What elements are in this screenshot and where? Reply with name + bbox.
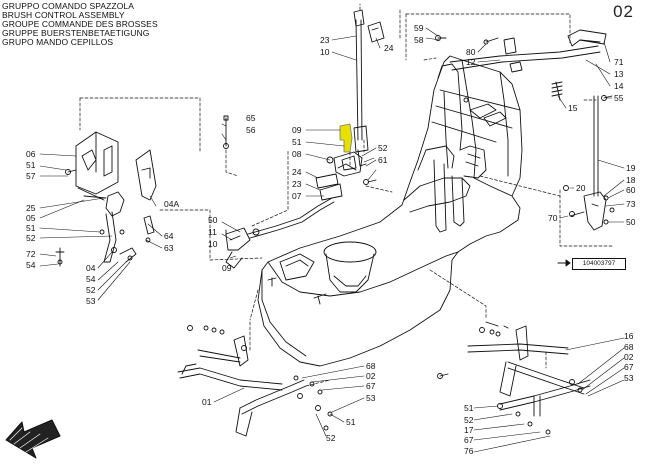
reference-code-box: 104003797: [572, 258, 626, 270]
title-french: GROUPE COMMANDE DES BROSSES: [2, 19, 158, 29]
part-label-51: 51: [346, 417, 356, 427]
right-vertical-bar: [563, 95, 615, 231]
part-label-56: 56: [246, 125, 256, 135]
part-label-67: 67: [464, 435, 474, 445]
part-label-52: 52: [326, 433, 336, 443]
part-label-10: 10: [208, 239, 218, 249]
part-label-80: 80: [466, 47, 476, 57]
lower-left-link-frame: [177, 325, 333, 437]
title-spanish: GRUPO MANDO CEPILLOS: [2, 37, 114, 47]
part-label-51: 51: [464, 403, 474, 413]
part-label-51: 51: [26, 160, 36, 170]
part-label-52: 52: [26, 233, 36, 243]
part-label-10: 10: [320, 47, 330, 57]
part-label-06: 06: [26, 149, 36, 159]
part-label-16: 16: [624, 331, 634, 341]
part-label-67: 67: [624, 362, 634, 372]
part-label-50: 50: [626, 217, 636, 227]
part-label-58: 58: [414, 35, 424, 45]
page-number: 02: [613, 2, 634, 21]
part-label-24: 24: [384, 43, 394, 53]
part-label-72: 72: [26, 249, 36, 259]
part-label-15: 15: [568, 103, 578, 113]
upper-handle-assembly: [435, 29, 613, 103]
part-label-13: 13: [614, 69, 624, 79]
part-label-54: 54: [26, 260, 36, 270]
part-label-04A: 04A: [164, 199, 180, 209]
part-label-02: 02: [624, 352, 634, 362]
part-label-20: 20: [576, 183, 586, 193]
part-label-52: 52: [464, 415, 474, 425]
reference-arrow-icon: [557, 259, 571, 267]
part-label-53: 53: [624, 373, 634, 383]
part-label-68: 68: [624, 342, 634, 352]
title-english: BRUSH CONTROL ASSEMBLY: [2, 10, 125, 20]
part-label-09: 09: [222, 263, 232, 273]
part-label-11: 11: [208, 227, 217, 237]
part-label-76: 76: [464, 446, 474, 456]
part-label-51: 51: [292, 137, 302, 147]
bolt-65: [223, 115, 229, 149]
part-label-53: 53: [366, 393, 376, 403]
part-label-61: 61: [378, 155, 388, 165]
part-label-23: 23: [320, 35, 330, 45]
part-label-54: 54: [86, 274, 96, 284]
part-label-52: 52: [378, 143, 388, 153]
part-label-53: 53: [86, 296, 96, 306]
part-label-67: 67: [366, 381, 376, 391]
part-label-51: 51: [26, 223, 36, 233]
part-label-24: 24: [292, 167, 302, 177]
left-lever-group: [55, 131, 157, 267]
part-label-17: 17: [464, 425, 474, 435]
direction-arrow-icon: [5, 419, 61, 459]
part-label-71: 71: [614, 57, 624, 67]
highlighted-lever-09: [339, 123, 353, 153]
part-label-18: 18: [626, 175, 636, 185]
part-label-09: 09: [292, 125, 302, 135]
part-label-25: 25: [26, 203, 36, 213]
part-label-08: 08: [292, 149, 302, 159]
part-label-59: 59: [414, 23, 424, 33]
part-label-12: 12: [466, 57, 476, 67]
part-label-50: 50: [208, 215, 218, 225]
title-block: GRUPPO COMANDO SPAZZOLA BRUSH CONTROL AS…: [2, 2, 158, 47]
part-label-52: 52: [86, 285, 96, 295]
part-label-60: 60: [626, 185, 636, 195]
part-label-19: 19: [626, 163, 636, 173]
part-label-57: 57: [26, 171, 36, 181]
part-label-07: 07: [292, 191, 302, 201]
part-label-02: 02: [366, 371, 376, 381]
housing-body: [257, 55, 523, 367]
part-label-73: 73: [626, 199, 636, 209]
control-rod-10: [353, 9, 385, 167]
part-label-70: 70: [548, 213, 558, 223]
part-label-55: 55: [614, 93, 624, 103]
bracket-assembly-07: [315, 151, 377, 201]
part-label-63: 63: [164, 243, 174, 253]
title-german: GRUPPE BUERSTENBETAETIGUNG: [2, 28, 150, 38]
part-label-05: 05: [26, 213, 36, 223]
lower-right-link-frame: [437, 321, 591, 435]
title-italian: GRUPPO COMANDO SPAZZOLA: [2, 1, 135, 11]
part-label-65: 65: [246, 113, 256, 123]
leader-lines: [39, 27, 625, 453]
part-label-04: 04: [86, 263, 96, 273]
dashed-assembly-lines: [79, 3, 613, 387]
part-label-23: 23: [292, 179, 302, 189]
part-label-64: 64: [164, 231, 174, 241]
part-label-01: 01: [202, 397, 212, 407]
part-label-14: 14: [614, 81, 624, 91]
linkage-rod-07: [225, 197, 335, 269]
part-label-68: 68: [366, 361, 376, 371]
